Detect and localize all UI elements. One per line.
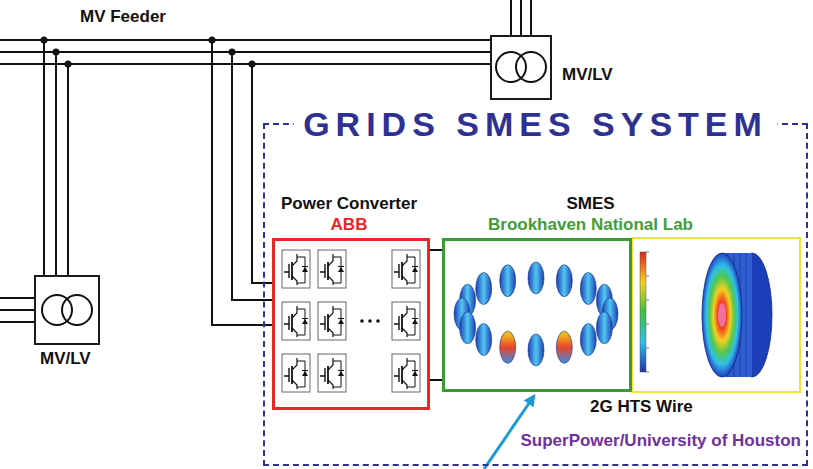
wire-label: 2G HTS Wire (590, 396, 693, 417)
transformer-symbol (62, 295, 92, 325)
single-coil (718, 303, 726, 327)
feeder-label: MV Feeder (80, 6, 166, 27)
dc-link (430, 250, 442, 380)
igbt-symbol (318, 250, 346, 288)
toroid-coils (528, 262, 544, 294)
transformer-label: MV/LV (40, 349, 91, 369)
igbt-symbol (318, 354, 346, 392)
toroid-coils (556, 265, 572, 297)
igbt-symbol (282, 250, 310, 288)
igbt-symbol (392, 302, 420, 340)
heading-block: SMESBrookhaven National Lab (488, 193, 693, 235)
heading-block: MV/LV (562, 65, 613, 85)
converter-box: Power ConverterABB (272, 238, 430, 410)
junction-dots (65, 61, 72, 68)
junction-dots (209, 37, 216, 44)
transformer-symbol (42, 52, 546, 325)
toroid-coils (528, 334, 544, 366)
transformer-symbol (516, 52, 546, 82)
color-scale (646, 252, 649, 372)
ellipsis-dots (368, 319, 372, 323)
junction-dots (41, 37, 48, 44)
vendor-name: ABB (281, 214, 417, 235)
transformer-box: MV/LV (34, 275, 100, 345)
feeder-wires (511, 0, 531, 35)
yellow-panel (632, 238, 800, 392)
junction-dots (41, 37, 256, 68)
toroid-coils (556, 331, 572, 363)
toroid-coils (596, 312, 612, 344)
junction-dots (53, 49, 60, 56)
toroid-coils (580, 324, 596, 356)
transformer-box: MV/LV (490, 35, 552, 100)
igbt-symbol (392, 354, 420, 392)
toroid-coils (454, 262, 618, 366)
component-heading: Power Converter (281, 193, 417, 214)
igbt-symbol (392, 250, 420, 288)
feeder-wires (0, 40, 490, 64)
transformer-label: MV/LV (562, 65, 613, 85)
heading-block: MV/LV (40, 349, 91, 369)
ellipsis-dots (360, 319, 364, 323)
igbt-symbol (318, 302, 346, 340)
vendor-name: Brookhaven National Lab (488, 214, 693, 235)
heading-block: Power ConverterABB (281, 193, 417, 235)
toroid-coils (500, 331, 516, 363)
heading-block: GRIDS SMES SYSTEM (293, 106, 778, 142)
toroid-coils (460, 312, 476, 344)
color-scale (640, 252, 646, 372)
feeder-wires (44, 40, 68, 275)
ellipsis-dots (376, 319, 380, 323)
single-coil (702, 253, 772, 377)
toroid-coils (476, 324, 492, 356)
single-coil (702, 253, 742, 377)
toroid-coils (580, 273, 596, 305)
component-heading: SMES (488, 193, 693, 214)
system-title: GRIDS SMES SYSTEM (303, 106, 768, 142)
ellipsis-dots (360, 319, 380, 323)
igbt-symbol (282, 302, 310, 340)
igbt-symbol (282, 354, 310, 392)
feeder-wires (0, 298, 34, 322)
toroid-coils (500, 265, 516, 297)
smes-box: SMESBrookhaven National Lab (442, 238, 632, 392)
system-boundary: Power ConverterABBSMESBrookhaven Nationa… (263, 123, 808, 466)
color-scale (640, 252, 649, 372)
igbt-symbol (282, 250, 420, 392)
junction-dots (229, 49, 236, 56)
toroid-coils (476, 273, 492, 305)
junction-dots (249, 61, 256, 68)
supplier-label: SuperPower/University of Houston (520, 430, 801, 451)
